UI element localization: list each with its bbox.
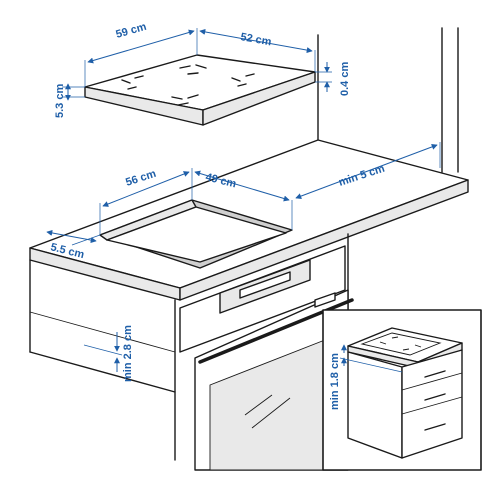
top-thickness-dimension: min 2.8 cm [83, 325, 134, 382]
detail-inset: min 1.8 cm [322, 309, 482, 471]
drawer-clearance-dimension: min 1.8 cm [329, 344, 403, 410]
hob [84, 54, 316, 126]
drawer-clearance-label: min 1.8 cm [329, 353, 341, 410]
oven [179, 245, 354, 471]
hob-width-label: 59 cm [115, 21, 149, 41]
hob-height-label: 5.3 cm [54, 84, 66, 118]
hob-depth-dimension: 52 cm [199, 28, 316, 72]
hob-height-dimension: 5.3 cm [54, 83, 85, 118]
countertop [29, 139, 469, 301]
cooking-zone-markers [121, 64, 255, 106]
hob-lip-label: 0.4 cm [339, 62, 351, 96]
inset-cabinet [347, 327, 463, 459]
top-thickness-label: min 2.8 cm [122, 325, 134, 382]
hob-depth-label: 52 cm [239, 31, 272, 48]
hob-lip-dimension: 0.4 cm [315, 62, 351, 96]
cutout-width-label: 56 cm [124, 168, 158, 189]
